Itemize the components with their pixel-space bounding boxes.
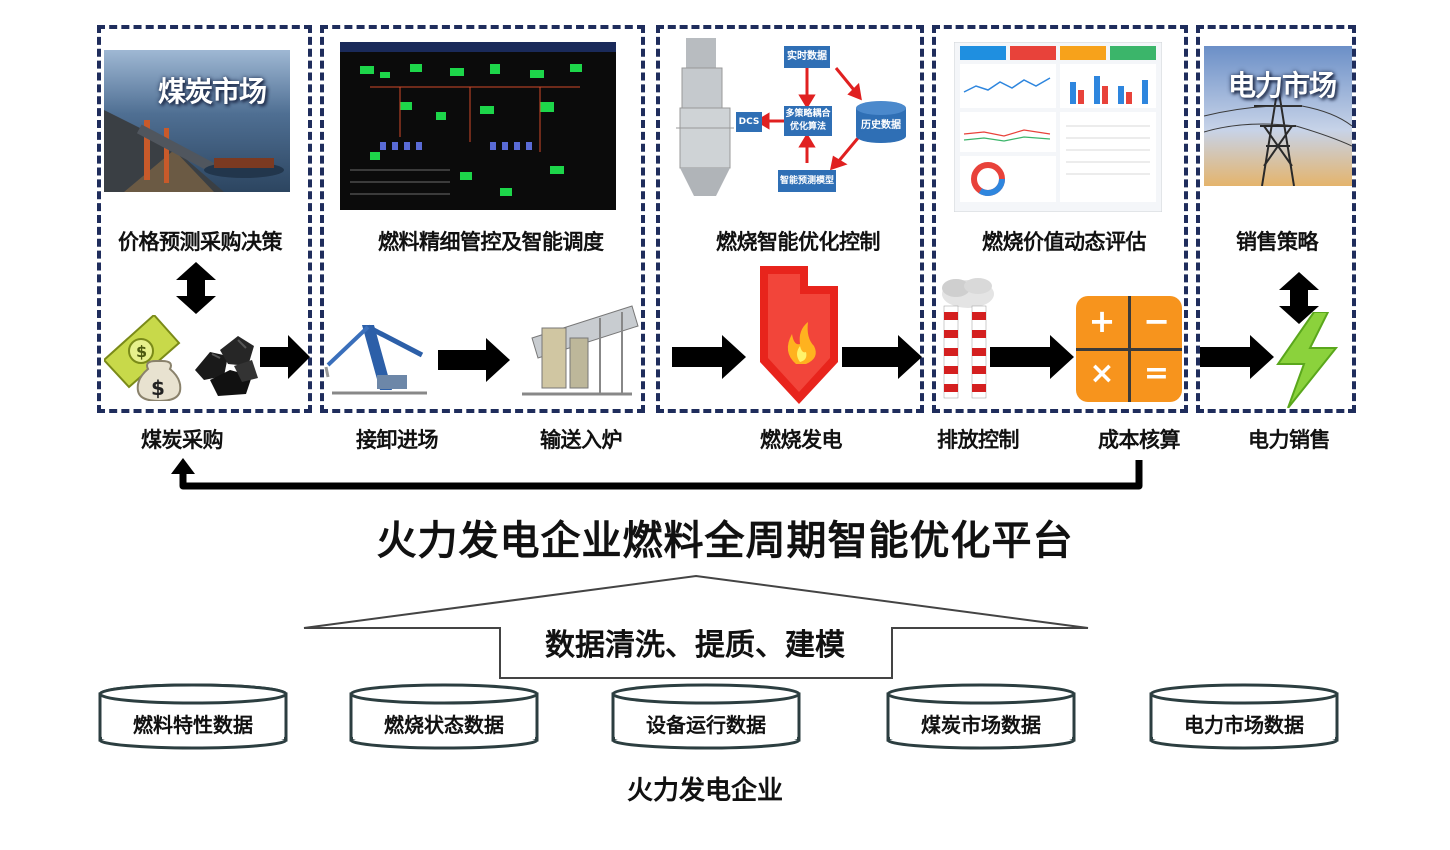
flow-arrow [1200,335,1274,379]
enterprise-label: 火力发电企业 [626,776,783,806]
power-market-caption: 电力市场 [1228,69,1337,102]
node-realtime-data: 实时数据 [784,46,830,68]
conveyor-feeder-icon [522,305,639,396]
calculator-times: × [1089,356,1115,391]
step-label-power-sales: 电力销售 [1248,428,1331,452]
power-market-image [1204,46,1352,186]
calculator-plus: + [1088,302,1116,340]
double-arrow-icon [1279,272,1319,324]
feedback-loop-arrow [171,458,1143,490]
calculator-icon: + − × = [1076,296,1182,402]
coal-market-caption: 煤炭市场 [158,75,267,108]
double-arrow-icon [176,262,216,314]
database-equipment-operation: 设备运行数据 [646,713,766,737]
panel-title-fuel-management: 燃料精细管控及智能调度 [378,230,604,254]
dashboard-screenshot [954,42,1162,212]
node-prediction-model: 智能预测模型 [778,170,836,192]
scada-screenshot [340,42,616,210]
node-algo-line2: 优化算法 [789,122,826,132]
boiler-fire-icon [760,266,838,404]
panel-title-combustion: 燃烧智能优化控制 [716,230,881,254]
step-label-combustion: 燃烧发电 [760,428,843,452]
panel-power-sales [1196,25,1356,413]
money-icon: $ $ [104,315,182,401]
panel-value-evaluation [932,25,1188,413]
panel-combustion-control [656,25,924,413]
panel-title-sales-strategy: 销售策略 [1236,230,1319,254]
database-combustion-state: 燃烧状态数据 [384,713,504,737]
panel-fuel-management [320,25,645,413]
calculator-minus: − [1143,302,1170,340]
processing-arrow-shape [303,574,1089,679]
coal-icon [195,336,258,396]
panel-title-procurement: 价格预测采购决策 [118,230,283,254]
coal-market-image [104,50,290,192]
step-label-cost-accounting: 成本核算 [1098,428,1181,452]
database-coal-market: 煤炭市场数据 [921,713,1041,737]
history-database-icon [856,101,906,143]
step-label-unloading: 接卸进场 [356,428,439,452]
flowchart-arrows [755,67,862,171]
calculator-equals: = [1143,356,1170,391]
database-fuel-properties: 燃料特性数据 [133,713,253,737]
flow-arrow [672,335,746,379]
node-algo-line1: 多策略耦合 [785,109,831,119]
flow-arrow [990,335,1074,379]
boiler-structure-image [676,38,734,196]
flow-arrow [438,338,510,382]
node-dcs: DCS [736,112,762,132]
chimney-emission-icon [942,278,994,399]
node-optimization-algorithm: 多策略耦合 优化算法 [784,106,832,136]
svg-text:$: $ [136,342,147,361]
processing-label: 数据清洗、提质、建模 [545,628,845,663]
flowchart: 实时数据 多策略耦合 优化算法 DCS 历史数据 智能预测模型 [732,38,922,198]
flow-arrow [260,335,310,379]
platform-title: 火力发电企业燃料全周期智能优化平台 [376,518,1074,564]
node-history-data: 历史数据 [861,120,901,131]
database-cylinders [98,683,1339,750]
stacker-reclaimer-icon [324,324,427,395]
database-power-market: 电力市场数据 [1184,713,1304,737]
step-label-conveying: 输送入炉 [540,428,623,452]
flow-arrow [842,335,922,379]
lightning-icon [1276,312,1339,408]
panel-coal-procurement [97,25,312,413]
svg-text:$: $ [151,376,165,400]
step-label-coal-purchase: 煤炭采购 [141,428,224,452]
step-label-emission-control: 排放控制 [937,428,1020,452]
panel-title-value-evaluation: 燃烧价值动态评估 [982,230,1147,254]
